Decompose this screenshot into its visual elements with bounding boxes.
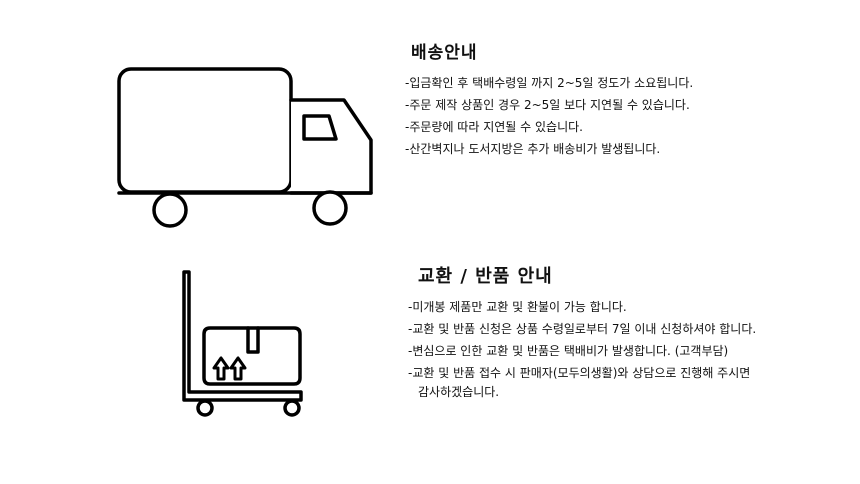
exchange-return-section: 교환 / 반품 안내 -미개봉 제품만 교환 및 환불이 가능 합니다. -교환…	[408, 262, 756, 403]
shipping-title: 배송안내	[411, 43, 478, 63]
shipping-lines: -입금확인 후 택배수령일 까지 2~5일 정도가 소요됩니다. -주문 제작 …	[405, 72, 693, 160]
exchange-title: 교환 / 반품 안내	[418, 266, 553, 287]
exchange-line: 감사하겠습니다.	[418, 385, 500, 399]
exchange-line: -미개봉 제품만 교환 및 환불이 가능 합니다.	[408, 300, 627, 314]
up-arrows-icon	[212, 356, 247, 381]
exchange-line: -교환 및 반품 신청은 상품 수령일로부터 7일 이내 신청하셔야 합니다.	[408, 322, 757, 336]
shipping-line: -입금확인 후 택배수령일 까지 2~5일 정도가 소요됩니다.	[405, 76, 694, 90]
exchange-line: -변심으로 인한 교환 및 반품은 택배비가 발생합니다. (고객부담)	[408, 344, 729, 358]
exchange-line: -교환 및 반품 접수 시 판매자(모두의생활)와 상담으로 진행해 주시면	[408, 366, 751, 380]
shipping-line: -주문량에 따라 지연될 수 있습니다.	[405, 120, 583, 134]
hand-truck-box-icon	[182, 270, 303, 417]
shipping-info-section: 배송안내 -입금확인 후 택배수령일 까지 2~5일 정도가 소요됩니다. -주…	[405, 38, 693, 160]
shipping-line: -산간벽지나 도서지방은 추가 배송비가 발생됩니다.	[405, 142, 661, 156]
delivery-truck-icon	[117, 67, 373, 228]
shipping-line: -주문 제작 상품인 경우 2~5일 보다 지연될 수 있습니다.	[405, 98, 690, 112]
exchange-lines: -미개봉 제품만 교환 및 환불이 가능 합니다. -교환 및 반품 신청은 상…	[408, 296, 756, 403]
